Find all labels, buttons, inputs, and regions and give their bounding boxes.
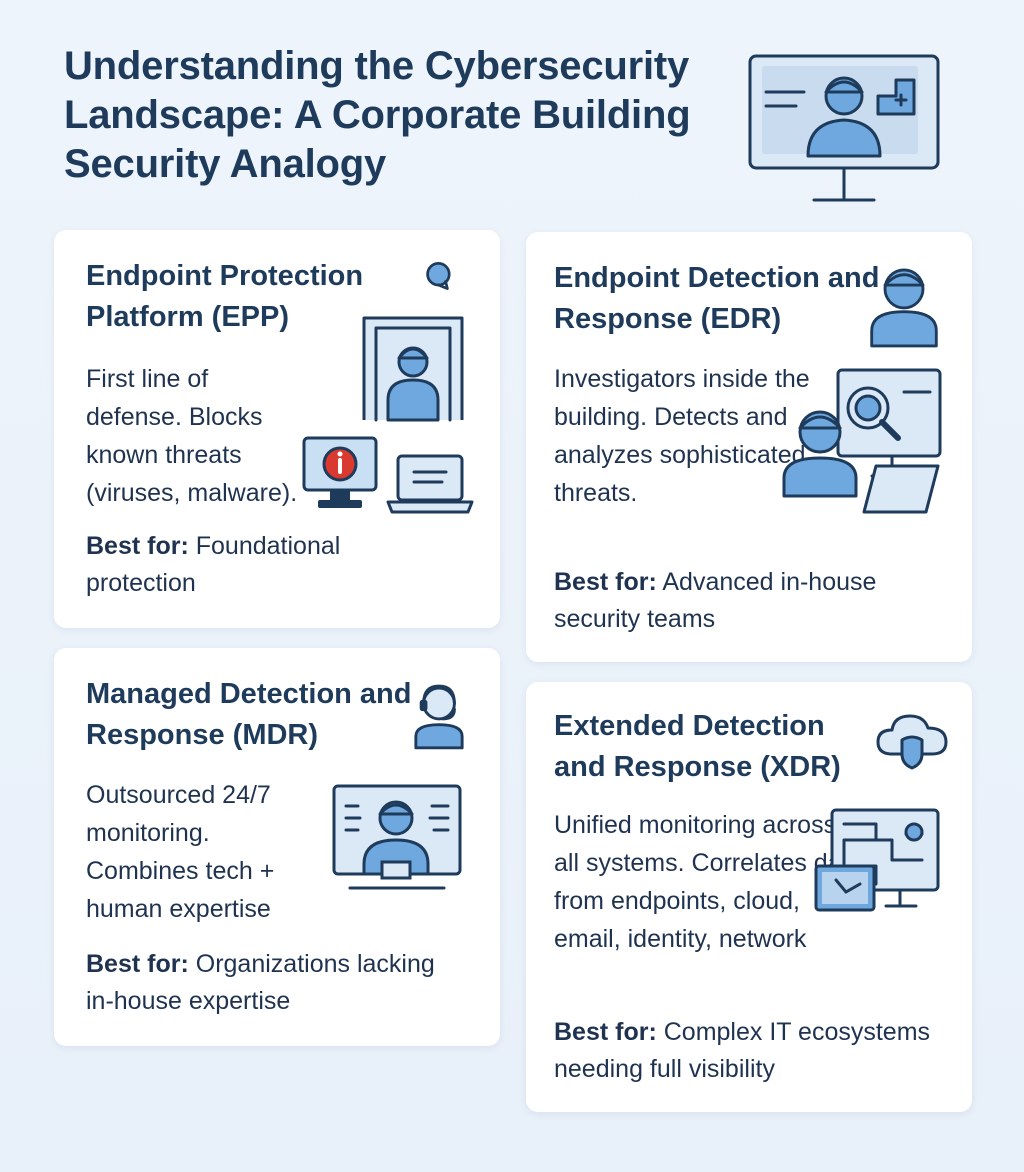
card-description: Unified monitoring across all systems. C… [554, 811, 863, 953]
magnifier-screen-icon [836, 368, 942, 514]
laptop-icon [386, 454, 474, 514]
card-edr: Endpoint Detection and Response (EDR) In… [526, 232, 972, 662]
card-description: Outsourced 24/7 monitoring. Combines tec… [86, 781, 275, 923]
card-best-for: Best for: Foundational protection [86, 532, 341, 597]
cloud-shield-icon [876, 714, 948, 770]
card-title: Extended Detection and Response (XDR) [554, 710, 841, 783]
monitoring-screen-icon [332, 784, 462, 890]
clock-monitor-icon [814, 864, 876, 912]
card-xdr: Extended Detection and Response (XDR) Un… [526, 682, 972, 1112]
card-epp: Endpoint Protection Platform (EPP) First… [54, 230, 500, 628]
chat-bubble-icon [426, 262, 451, 290]
card-description: First line of defense. Blocks known thre… [86, 365, 298, 507]
card-best-for: Best for: Organizations lacking in-house… [86, 950, 435, 1015]
card-title: Endpoint Protection Platform (EPP) [86, 260, 364, 333]
card-best-for: Best for: Advanced in-house security tea… [554, 568, 877, 633]
security-gate-guard-icon [362, 316, 464, 422]
card-best-for: Best for: Complex IT ecosystems needing … [554, 1018, 931, 1083]
card-description: Investigators inside the building. Detec… [554, 365, 810, 507]
page-title: Understanding the Cybersecurity Landscap… [64, 44, 691, 186]
headset-agent-icon [414, 684, 464, 750]
card-title: Managed Detection and Response (MDR) [86, 678, 412, 751]
card-mdr: Managed Detection and Response (MDR) Out… [54, 648, 500, 1046]
investigator-icon [870, 268, 938, 348]
investigator-icon [782, 410, 858, 498]
card-title: Endpoint Detection and Response (EDR) [554, 262, 880, 335]
alert-monitor-icon [302, 436, 378, 508]
monitor-guard-icon [748, 54, 940, 202]
